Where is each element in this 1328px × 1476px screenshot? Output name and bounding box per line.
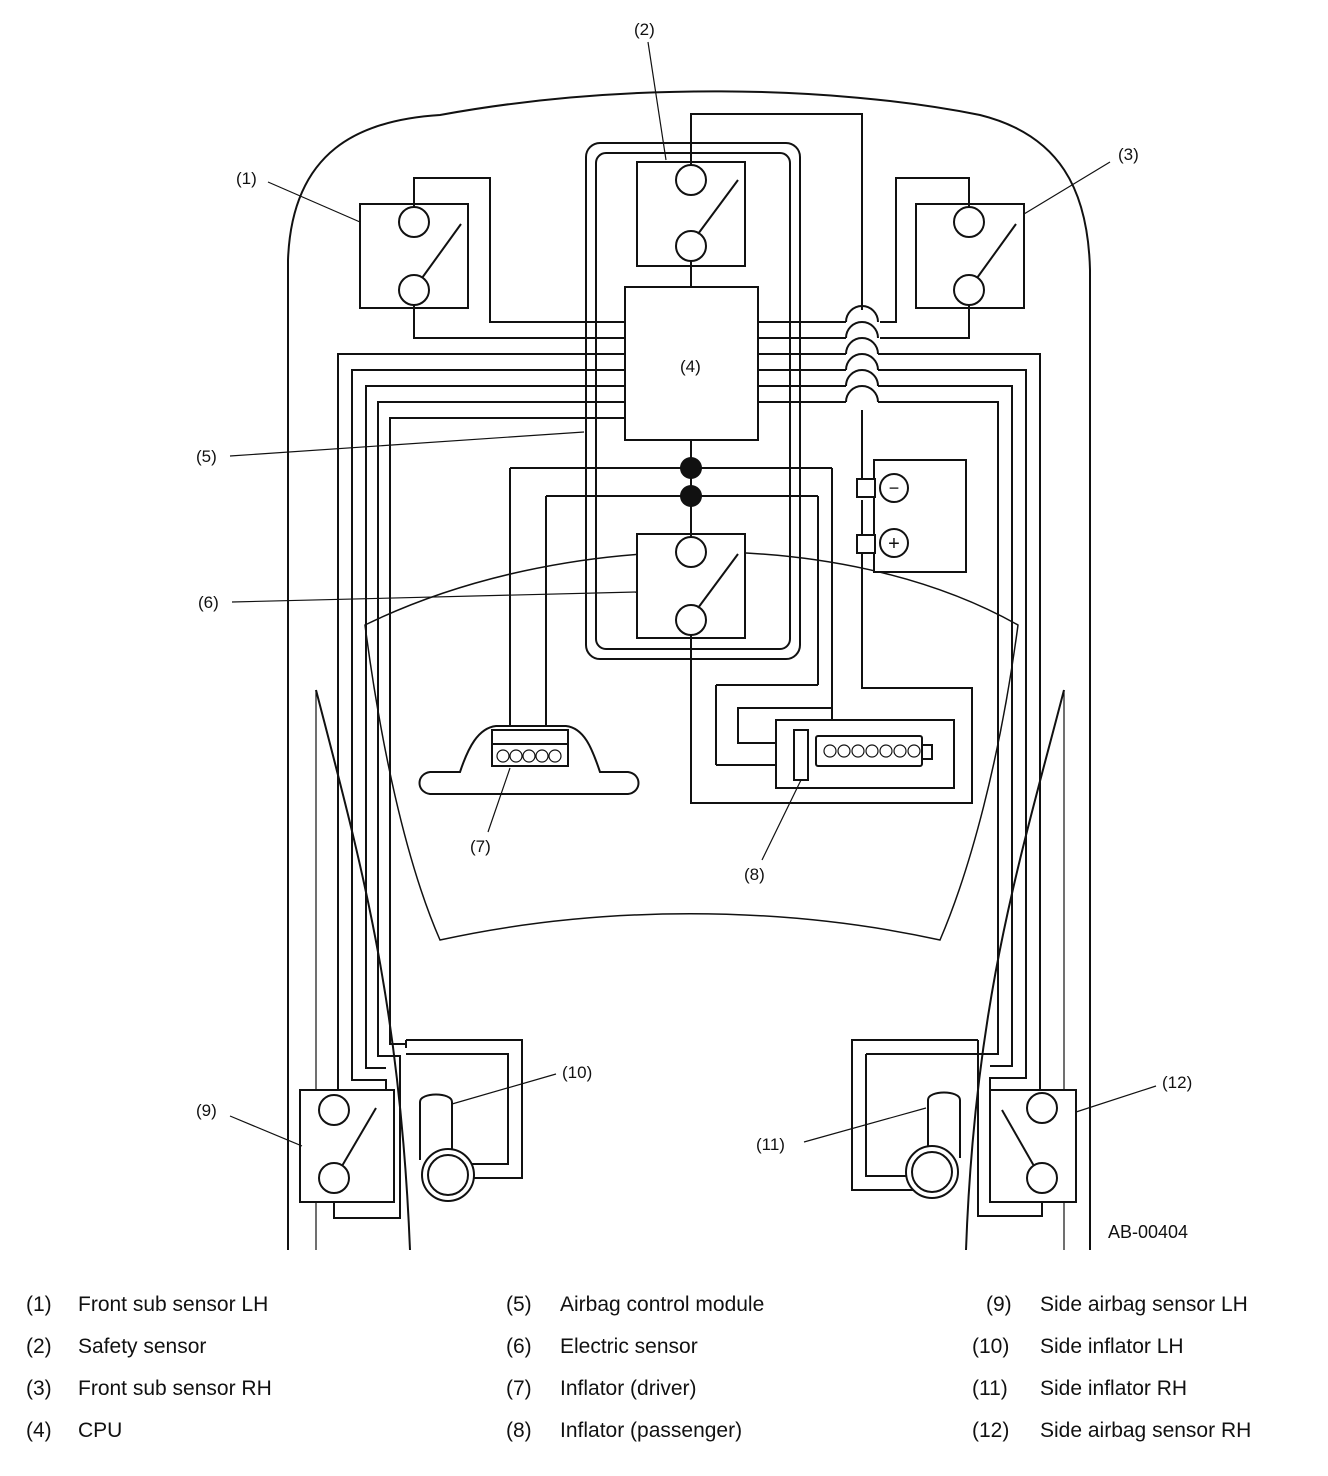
battery-minus-icon bbox=[879, 473, 909, 503]
leader-8 bbox=[761, 779, 802, 861]
callout-11: (11) bbox=[756, 1135, 785, 1154]
electric-sensor-contact-bottom bbox=[675, 604, 707, 636]
battery-terminal-pos bbox=[856, 534, 876, 554]
legend-label: Front sub sensor LH bbox=[78, 1293, 269, 1316]
leader-6 bbox=[231, 591, 638, 603]
callout-7: (7) bbox=[470, 837, 491, 856]
legend-label: Inflator (passenger) bbox=[560, 1419, 743, 1442]
legend-number: (7) bbox=[506, 1377, 532, 1400]
junction-dot-upper bbox=[680, 457, 702, 479]
legend-label: Side inflator RH bbox=[1040, 1377, 1188, 1400]
side-inflator-rh bbox=[927, 1091, 961, 1158]
battery-terminal-neg bbox=[856, 478, 876, 498]
callout-5: (5) bbox=[196, 447, 217, 466]
leader-2 bbox=[647, 41, 667, 161]
figure-id: AB-00404 bbox=[1108, 1222, 1188, 1242]
legend-label: Electric sensor bbox=[560, 1335, 698, 1358]
leader-11 bbox=[803, 1107, 927, 1143]
electric-sensor-contact-top bbox=[675, 536, 707, 568]
legend-label: Side inflator LH bbox=[1040, 1335, 1184, 1358]
legend-number: (3) bbox=[26, 1377, 52, 1400]
callout-6: (6) bbox=[198, 593, 219, 612]
legend-number: (11) bbox=[972, 1377, 1008, 1400]
legend-number: (6) bbox=[506, 1335, 532, 1358]
junction-dot-lower bbox=[680, 485, 702, 507]
leader-5 bbox=[229, 431, 585, 457]
battery-plus-sign: + bbox=[888, 533, 900, 555]
legend: (1) Front sub sensor LH (2) Safety senso… bbox=[0, 1288, 1328, 1458]
airbag-wiring-diagram: − + (1) (2) (3) (4) (5) (6) (7) (8) (9) … bbox=[196, 20, 1192, 1251]
callout-10: (10) bbox=[562, 1063, 592, 1082]
safety-sensor-contact-bottom bbox=[675, 230, 707, 262]
cpu-box bbox=[624, 286, 759, 441]
callout-8: (8) bbox=[744, 865, 765, 884]
legend-number: (10) bbox=[972, 1335, 1010, 1358]
left-pillar-line bbox=[315, 689, 411, 1251]
callout-9: (9) bbox=[196, 1101, 217, 1120]
battery-plus-icon bbox=[879, 528, 909, 558]
leader-7 bbox=[487, 767, 511, 833]
callout-12: (12) bbox=[1162, 1073, 1192, 1092]
right-pillar-line bbox=[965, 689, 1065, 1251]
leader-1 bbox=[267, 181, 361, 223]
callout-2: (2) bbox=[634, 20, 655, 39]
legend-label: Inflator (driver) bbox=[560, 1377, 697, 1400]
leader-10 bbox=[451, 1073, 557, 1105]
legend-label: Side airbag sensor RH bbox=[1040, 1419, 1252, 1442]
callout-3: (3) bbox=[1118, 145, 1139, 164]
legend-number: (2) bbox=[26, 1335, 52, 1358]
legend-label: Front sub sensor RH bbox=[78, 1377, 272, 1400]
leader-12 bbox=[1075, 1085, 1157, 1113]
legend-number: (9) bbox=[986, 1293, 1012, 1316]
legend-label: Side airbag sensor LH bbox=[1040, 1293, 1248, 1316]
legend-number: (4) bbox=[26, 1419, 52, 1442]
legend-number: (5) bbox=[506, 1293, 532, 1316]
battery-minus-sign: − bbox=[889, 478, 900, 498]
legend-label: CPU bbox=[78, 1419, 123, 1442]
callout-4: (4) bbox=[680, 357, 701, 376]
legend-label: Airbag control module bbox=[560, 1293, 765, 1316]
side-inflator-lh bbox=[419, 1093, 453, 1160]
legend-label: Safety sensor bbox=[78, 1335, 207, 1358]
vehicle-body-outline bbox=[287, 90, 1091, 1250]
callout-1: (1) bbox=[236, 169, 257, 188]
legend-number: (8) bbox=[506, 1419, 532, 1442]
safety-sensor-contact-top bbox=[675, 164, 707, 196]
leader-9 bbox=[229, 1115, 303, 1147]
legend-number: (12) bbox=[972, 1419, 1010, 1442]
leader-3 bbox=[1023, 161, 1111, 215]
legend-number: (1) bbox=[26, 1293, 52, 1316]
